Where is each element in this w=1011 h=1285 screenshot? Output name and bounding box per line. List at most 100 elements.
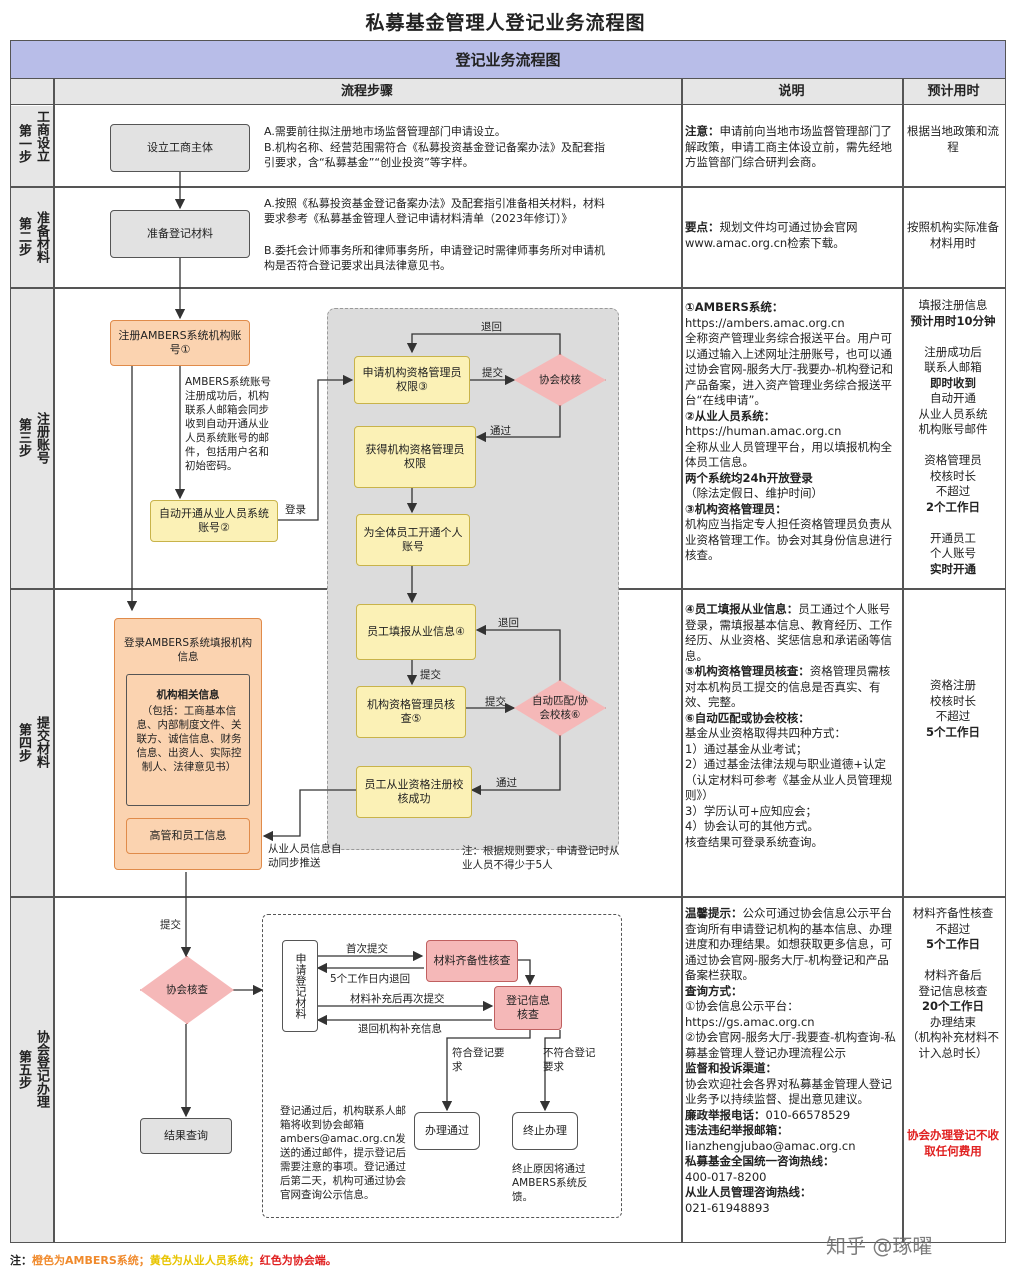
s3-desc-line: https://ambers.amac.org.cn	[685, 316, 899, 332]
header-steps: 流程步骤	[53, 79, 681, 105]
stage-3-label: 第三步 注册账号	[11, 287, 53, 588]
stage-column	[11, 106, 53, 1242]
s1-desc: 注意：申请前向当地市场监督管理部门了解政策，申请工商主体设立前，需先经地方监管部…	[685, 124, 899, 171]
s3-desc-value: （除法定假日、维护时间）	[685, 486, 823, 500]
s5-time-line: 不超过	[935, 921, 971, 936]
s5-desc-key: 廉政举报电话：	[685, 1107, 766, 1122]
diamond-label: 协会校核	[539, 374, 581, 386]
s5-desc-line: 协会欢迎社会各界对私募基金管理人登记业务予以持续监督、提出意见建议。	[685, 1077, 899, 1108]
legend-note: 注：橙色为AMBERS系统；黄色为从业人员系统；红色为协会端。	[10, 1252, 337, 1268]
s3-time-line: 资格管理员	[924, 453, 982, 467]
approved-box: 办理通过	[414, 1112, 480, 1150]
s4-desc-value: 基金从业资格取得共四种方式：	[685, 726, 846, 740]
legend-prefix: 注：	[10, 1254, 32, 1267]
s3-desc-line: 机构应当指定专人担任资格管理员负责从业资格管理工作。协会对其身份信息进行核查。	[685, 517, 899, 564]
label-submit: 提交	[482, 367, 503, 379]
s4-desc-value: 员工通过个人账号登录，需填报基本信息、教育经历、工作经历、从业资格、奖惩信息和承…	[685, 602, 892, 663]
s5-desc-line: 021-61948893	[685, 1201, 899, 1217]
s4-desc-line: ④员工填报从业信息：员工通过个人账号登录，需填报基本信息、教育经历、工作经历、从…	[685, 602, 899, 664]
s2-desc-key: 要点：	[685, 220, 720, 234]
label-submit-5: 提交	[160, 919, 181, 931]
org-info-box	[126, 674, 250, 806]
obtain-admin-box: 获得机构资格管理员权限	[354, 426, 476, 488]
s5-desc-key: 查询方式：	[685, 983, 743, 998]
s4-desc-key: ⑤机构资格管理员核查：	[685, 664, 810, 678]
s5-desc-key: 从业人员管理咨询热线：	[685, 1185, 812, 1199]
s3-time-line: 不超过	[935, 484, 971, 498]
apply-materials-box: 申请登记材料	[282, 940, 318, 1032]
s3-time-line: 自动开通	[930, 391, 976, 405]
s5-time-line: 20个工作日	[921, 999, 984, 1013]
s3-time-line	[904, 329, 1002, 345]
s2-note-a: A.按照《私募投资基金登记备案办法》及配套指引准备相关材料，材料要求参考《私募基…	[264, 197, 605, 225]
s3-time-line: 填报注册信息	[918, 298, 988, 312]
registration-panel	[262, 914, 622, 1218]
s4-desc-line: 3）学历认可+应知应会；	[685, 804, 899, 820]
s5-desc-line: https://gs.amac.org.cn	[685, 1015, 899, 1031]
s3-desc-value: 全称资产管理业务综合报送平台。用户可以通过输入上述网址注册账号，也可以通过协会官…	[685, 331, 893, 407]
s3-time-line: 实时开通	[930, 561, 976, 576]
stage-2-label: 第二步 准备材料	[11, 186, 53, 287]
label-submit-3: 提交	[485, 696, 506, 708]
s3-time-line: 机构账号邮件	[918, 422, 988, 436]
s5-desc: 温馨提示：公众可通过协会信息公示平台查询所有申请登记机构的基本信息、办理进度和办…	[685, 906, 899, 1216]
s4-desc-value: 资格管理员需核对本机构员工提交的信息是否真实、有效、完整。	[685, 664, 891, 709]
s5-time-line: 材料齐备性核查	[912, 906, 994, 920]
s5-desc-line: 查询方式：	[685, 984, 899, 1000]
s2-desc-text: 规划文件均可通过协会官网www.amac.org.cn检索下载。	[685, 220, 858, 250]
s5-desc-value: 021-61948893	[685, 1200, 770, 1215]
stage-4-step: 第四步	[16, 722, 31, 762]
s5-desc-line: 温馨提示：公众可通过协会信息公示平台查询所有申请登记机构的基本信息、办理进度和办…	[685, 906, 899, 984]
stage-1-step: 第一步	[16, 123, 31, 163]
s5-desc-line: 监督和投诉渠道：	[685, 1061, 899, 1077]
s3-time-line: 个人账号	[930, 546, 976, 560]
s3-time-line: 校核时长	[930, 468, 976, 483]
s5-desc-value: https://gs.amac.org.cn	[685, 1014, 815, 1029]
prepare-materials-box: 准备登记材料	[110, 210, 250, 258]
diamond-label: 自动匹配/协会校核⑥	[531, 695, 589, 721]
s3-time-line	[904, 438, 1002, 454]
auto-open-account-box: 自动开通从业人员系统账号②	[150, 500, 278, 542]
association-review-diamond: 协会核查	[140, 956, 234, 1024]
admin-review-box: 机构资格管理员核查⑤	[356, 686, 466, 738]
s4-desc-value: 核查结果可登录系统查询。	[685, 834, 823, 849]
stage-5-label: 第五步 协会登记办理	[11, 896, 53, 1242]
s3-time: 填报注册信息预计用时10分钟 注册成功后联系人邮箱即时收到自动开通从业人员系统机…	[904, 298, 1002, 577]
header-desc: 说明	[681, 79, 902, 105]
grid-line	[53, 79, 55, 1243]
legend-yellow: 黄色为从业人员系统；	[149, 1254, 260, 1267]
s3-desc-value: 机构应当指定专人担任资格管理员负责从业资格管理工作。协会对其身份信息进行核查。	[685, 517, 892, 562]
stage-3-name: 注册账号	[34, 411, 49, 464]
grid-line	[11, 896, 1005, 898]
terminated-box: 终止办理	[512, 1112, 578, 1150]
stage-5-step: 第五步	[16, 1049, 31, 1089]
stage-1-name: 工商设立	[34, 110, 49, 162]
s4-desc-value: 2）通过基金法律法规与职业道德+认定（认定材料可参考《基金从业人员管理规则》）	[685, 757, 892, 802]
s4-desc-line: ⑥自动匹配或协会校核：	[685, 711, 899, 727]
stage-1-label: 第一步 工商设立	[11, 100, 53, 186]
s5-desc-key: 温馨提示：	[685, 906, 743, 920]
s5-time-line: 5个工作日	[925, 937, 980, 951]
s3-desc-line: 两个系统均24h开放登录	[685, 471, 899, 487]
register-ambers-box: 注册AMBERS系统机构账号①	[110, 320, 250, 366]
s5-desc-line: 私募基金全国统一咨询热线：	[685, 1154, 899, 1170]
s3-desc-line: 全称资产管理业务综合报送平台。用户可以通过输入上述网址注册账号，也可以通过协会官…	[685, 331, 899, 409]
s3-time-line: 即时收到	[930, 375, 976, 390]
s5-desc-line: lianzhengjubao@amac.org.cn	[685, 1139, 899, 1155]
s4-desc-line: 2）通过基金法律法规与职业道德+认定（认定材料可参考《基金从业人员管理规则》）	[685, 757, 899, 804]
rule-note: 注：根据规则要求，申请登记时从业人员不得少于5人	[462, 845, 620, 871]
s3-desc-key: ③机构资格管理员：	[685, 501, 787, 516]
s5-time-line: （机构补充材料不计入总时长）	[907, 1030, 999, 1060]
s4-time-line: 资格注册	[930, 678, 976, 692]
association-check-diamond: 协会校核	[514, 354, 606, 406]
label-5-days: 5个工作日内退回	[330, 973, 411, 985]
s3-desc-value: 全称从业人员管理平台，用以填报机构全体员工信息。	[685, 439, 892, 470]
header-corner	[11, 79, 53, 105]
s5-desc-value: lianzhengjubao@amac.org.cn	[685, 1138, 856, 1153]
s5-desc-value: 010-66578529	[765, 1107, 851, 1122]
s4-desc-key: ⑥自动匹配或协会校核：	[685, 710, 810, 725]
stage-4-label: 第四步 提交材料	[11, 588, 53, 896]
org-info-body: （包括：工商基本信息、内部制度文件、关联方、诚信信息、财务信息、出资人、实际控制…	[136, 705, 242, 773]
s5-time-line	[904, 953, 1002, 969]
